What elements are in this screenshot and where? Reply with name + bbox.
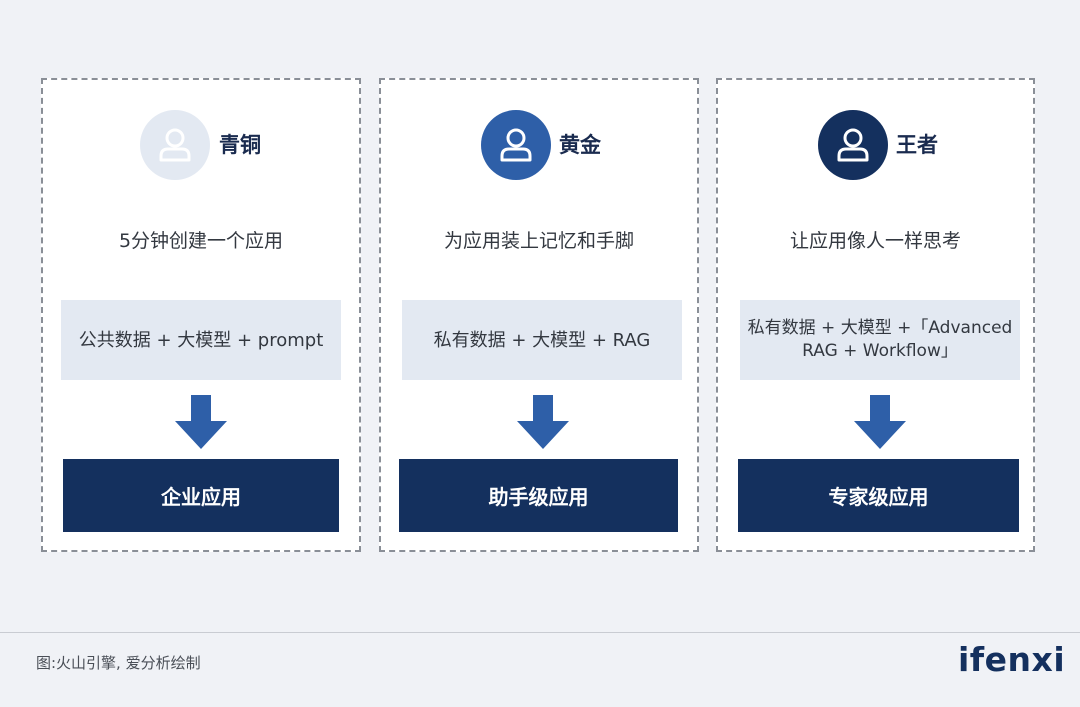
formula-text: 私有数据 + 大模型 + RAG — [433, 329, 651, 351]
formula-box: 私有数据 + 大模型 +「Advanced RAG + Workflow」 — [740, 300, 1020, 380]
down-arrow-icon — [854, 395, 906, 449]
result-box: 企业应用 — [63, 459, 339, 532]
user-icon — [500, 128, 532, 162]
tier-name: 青铜 — [219, 133, 261, 157]
tier-header: 王者 — [718, 110, 1033, 180]
tier-header: 青铜 — [43, 110, 359, 180]
footer-divider — [0, 632, 1080, 633]
formula-line: RAG + Workflow」 — [802, 341, 958, 361]
result-label: 助手级应用 — [488, 485, 589, 509]
tier-card-gold: 黄金 为应用装上记忆和手脚 私有数据 + 大模型 + RAG 助手级应用 — [379, 78, 699, 552]
user-icon — [159, 128, 191, 162]
formula-text: 公共数据 + 大模型 + prompt — [78, 329, 324, 351]
down-arrow-icon — [517, 395, 569, 449]
tier-tagline: 为应用装上记忆和手脚 — [443, 230, 634, 252]
avatar — [818, 110, 888, 180]
tier-name: 黄金 — [559, 133, 601, 157]
result-box: 助手级应用 — [399, 459, 678, 532]
user-icon — [837, 128, 869, 162]
down-arrow-icon — [175, 395, 227, 449]
result-box: 专家级应用 — [738, 459, 1019, 532]
formula-line: 私有数据 + 大模型 +「Advanced — [747, 318, 1013, 338]
tier-header: 黄金 — [381, 110, 697, 180]
tier-tagline: 让应用像人一样思考 — [789, 230, 961, 252]
brand-logo: ifenxi — [958, 640, 1066, 679]
formula-box: 私有数据 + 大模型 + RAG — [402, 300, 682, 380]
formula-text: 私有数据 + 大模型 +「Advanced RAG + Workflow」 — [748, 317, 1013, 363]
result-label: 企业应用 — [161, 485, 241, 509]
result-label: 专家级应用 — [828, 485, 929, 509]
avatar — [140, 110, 210, 180]
tier-card-king: 王者 让应用像人一样思考 私有数据 + 大模型 +「Advanced RAG +… — [716, 78, 1035, 552]
formula-box: 公共数据 + 大模型 + prompt — [61, 300, 341, 380]
tier-card-bronze: 青铜 5分钟创建一个应用 公共数据 + 大模型 + prompt 企业应用 — [41, 78, 361, 552]
tier-name: 王者 — [896, 133, 938, 157]
avatar — [481, 110, 551, 180]
source-caption: 图:火山引擎, 爱分析绘制 — [36, 654, 201, 672]
tier-tagline: 5分钟创建一个应用 — [118, 230, 284, 252]
